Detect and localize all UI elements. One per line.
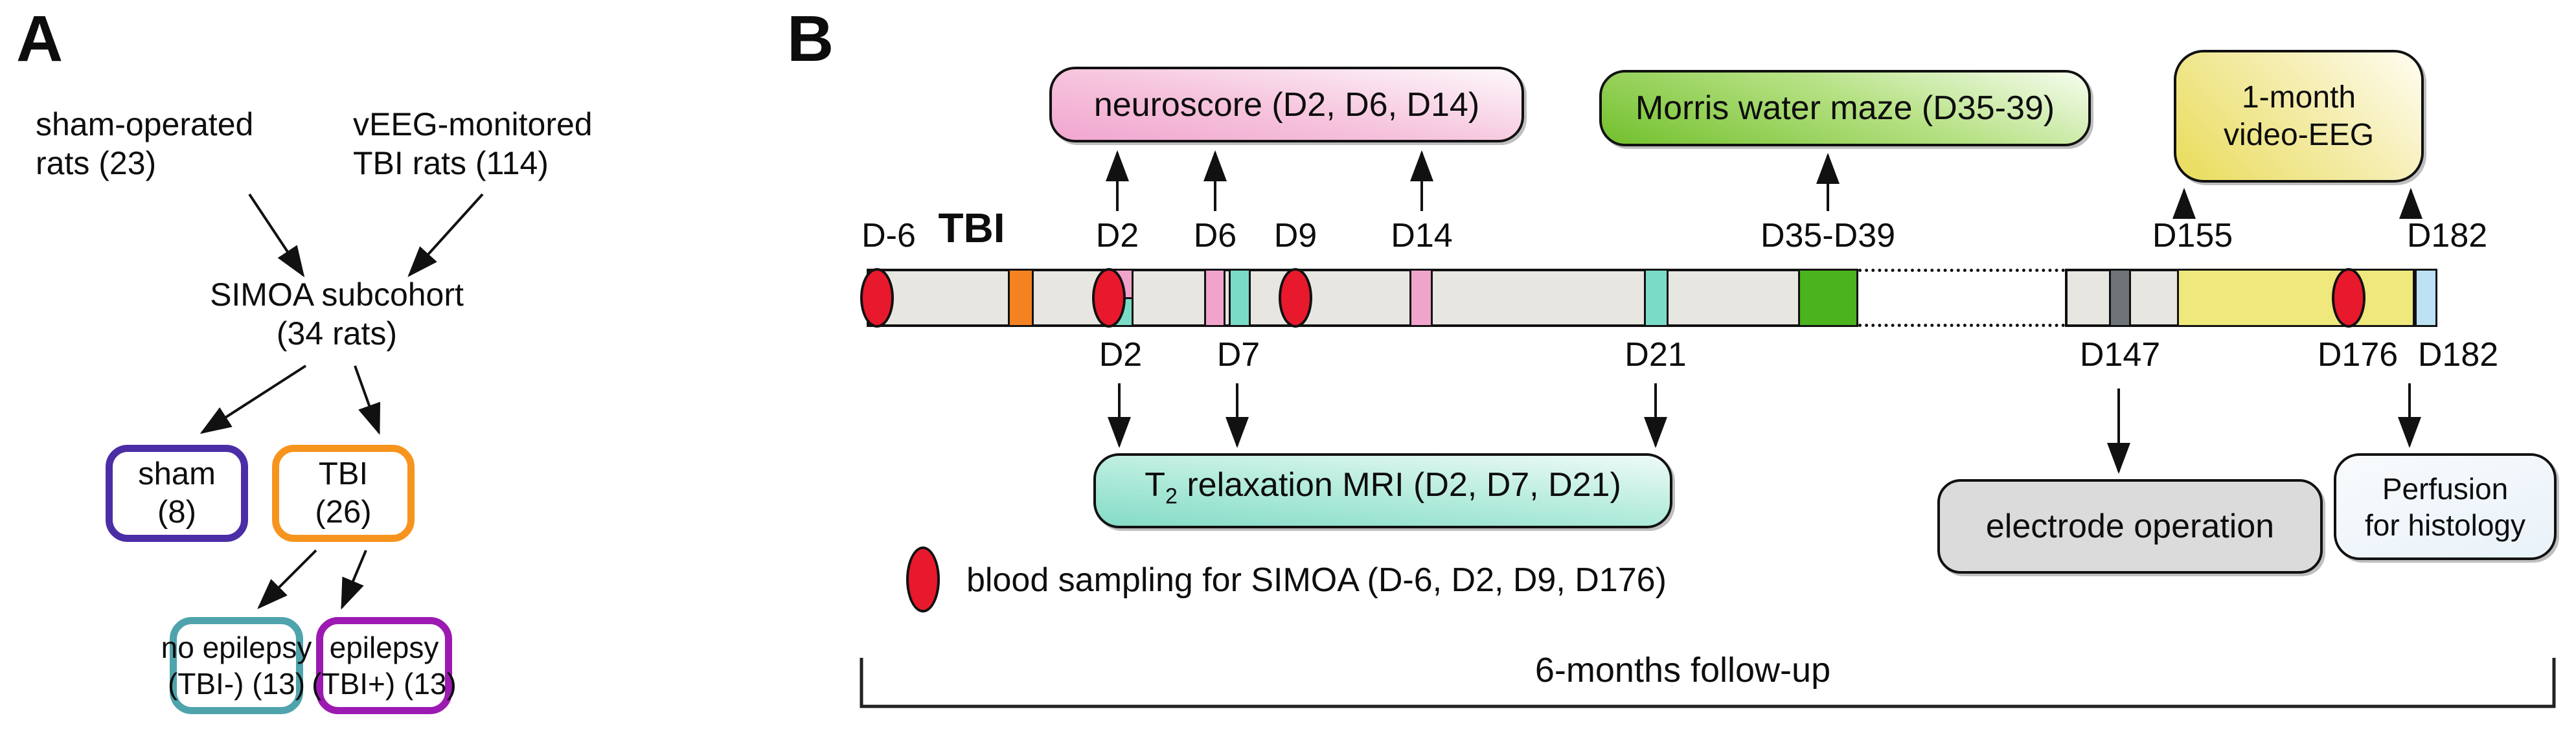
epilepsy-name: epilepsy [329, 631, 439, 664]
sham-group-name: sham [138, 456, 216, 491]
tick-d7-mri [1229, 269, 1251, 327]
arrow-cohort-to-sham [199, 365, 307, 434]
t2-mri-label: T2 relaxation MRI (D2, D7, D21) [1145, 466, 1621, 515]
sham-group-box: sham (8) [106, 445, 248, 542]
source-sham-line1: sham-operated [36, 106, 254, 142]
source-veeg-line2: TBI rats (114) [353, 145, 549, 181]
simoa-subcohort: SIMOA subcohort (34 rats) [142, 275, 531, 353]
video-eeg-line1: 1-month [2241, 80, 2356, 115]
tick-d147-electrode [2109, 269, 2131, 327]
label-above-d35-d39: D35-D39 [1760, 217, 1896, 254]
label-below-d147: D147 [2079, 336, 2161, 374]
label-above-d2: D2 [1095, 217, 1139, 254]
tick-tbi-impact [1008, 269, 1034, 327]
label-below-d7: D7 [1216, 336, 1260, 374]
source-sham-operated: sham-operated rats (23) [36, 105, 253, 183]
tbi-group-count: (26) [315, 495, 372, 530]
neuroscore-box-label: neuroscore (D2, D6, D14) [1093, 85, 1480, 124]
tick-d6-neuroscore [1204, 269, 1225, 327]
arrow-tbi-to-noepilepsy [257, 549, 317, 609]
t2-subscript: 2 [1165, 484, 1178, 509]
simoa-subcohort-line2: (34 rats) [276, 315, 398, 352]
label-above-tbi: TBI [938, 205, 1005, 251]
source-veeg: vEEG-monitored TBI rats (114) [353, 105, 593, 183]
blood-sample-ellipse-d9 [1279, 268, 1312, 328]
t2-suffix: relaxation MRI (D2, D7, D21) [1177, 466, 1621, 504]
source-sham-line2: rats (23) [36, 145, 157, 181]
epilepsy-count: (TBI+) (13) [312, 667, 457, 701]
label-above-d182: D182 [2406, 217, 2488, 254]
morris-box-label: Morris water maze (D35-39) [1635, 89, 2055, 127]
simoa-subcohort-line1: SIMOA subcohort [210, 276, 464, 313]
label-above-d14: D14 [1391, 217, 1453, 254]
timeline-bar-break [1858, 269, 2065, 327]
tick-d14-neuroscore [1409, 269, 1433, 327]
tbi-group-box: TBI (26) [272, 445, 415, 542]
sham-group-count: (8) [157, 495, 196, 530]
label-above-d-6: D-6 [861, 217, 916, 254]
tick-d21-mri [1644, 269, 1669, 327]
panel-b-label: B [787, 3, 834, 75]
tbi-group-name: TBI [318, 456, 369, 491]
label-above-d155: D155 [2152, 217, 2233, 254]
label-above-d6: D6 [1193, 217, 1237, 254]
electrode-operation-label: electrode operation [1985, 508, 2275, 545]
blood-sample-legend-icon [906, 546, 940, 613]
tick-morris-water-maze [1798, 269, 1858, 327]
t2-prefix: T [1145, 466, 1165, 504]
no-epilepsy-group-box: no epilepsy (TBI-) (13) [161, 617, 312, 714]
panel-a-label: A [16, 3, 63, 75]
perfusion-line1: Perfusion [2382, 471, 2509, 506]
video-eeg-box: 1-month video-EEG [2174, 50, 2424, 183]
no-epilepsy-name: no epilepsy [161, 631, 312, 664]
segment-perfusion [2415, 269, 2437, 327]
epilepsy-group-box: epilepsy (TBI+) (13) [312, 617, 457, 714]
label-below-d2: D2 [1099, 336, 1143, 374]
video-eeg-line2: video-EEG [2223, 117, 2375, 152]
electrode-operation-box: electrode operation [1937, 479, 2323, 574]
arrow-veegsource-to-cohort [407, 193, 484, 277]
label-below-d176: D176 [2317, 336, 2399, 374]
t2-mri-box: T2 relaxation MRI (D2, D7, D21) [1093, 453, 1672, 528]
arrow-cohort-to-tbi [354, 365, 381, 435]
label-below-d21: D21 [1624, 336, 1687, 374]
arrow-tbi-to-epilepsy [341, 550, 367, 610]
followup-bracket-label: 6-months follow-up [1534, 651, 1831, 690]
neuroscore-box: neuroscore (D2, D6, D14) [1049, 67, 1524, 142]
label-above-d9: D9 [1273, 217, 1317, 254]
blood-sampling-legend-label: blood sampling for SIMOA (D-6, D2, D9, D… [966, 561, 1667, 599]
segment-video-eeg [2177, 269, 2415, 327]
arrow-shamsource-to-cohort [248, 193, 305, 278]
label-below-d182: D182 [2417, 336, 2499, 374]
blood-sample-ellipse-d-6 [860, 268, 894, 328]
perfusion-line2: for histology [2364, 508, 2525, 542]
perfusion-box: Perfusion for histology [2334, 453, 2557, 560]
no-epilepsy-count: (TBI-) (13) [167, 667, 306, 701]
blood-sample-ellipse-d176 [2332, 268, 2365, 328]
source-veeg-line1: vEEG-monitored [353, 106, 593, 142]
morris-water-maze-box: Morris water maze (D35-39) [1599, 70, 2091, 146]
blood-sample-ellipse-d2 [1092, 268, 1126, 328]
